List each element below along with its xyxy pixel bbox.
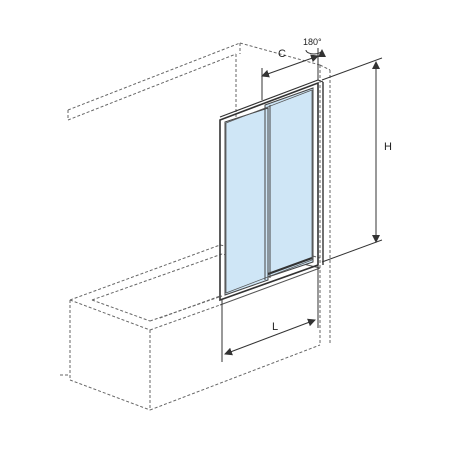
height-dimension bbox=[321, 57, 383, 263]
height-label: H bbox=[384, 141, 392, 153]
rotation-indicator bbox=[305, 49, 326, 58]
depth-label: C bbox=[278, 48, 286, 60]
fixed-glass-panel bbox=[264, 87, 314, 279]
screen-frame bbox=[219, 81, 319, 302]
width-label: L bbox=[272, 321, 278, 333]
width-dimension bbox=[221, 266, 319, 362]
shower-screen bbox=[219, 79, 324, 302]
rotation-label: 180° bbox=[303, 37, 322, 47]
sliding-glass-panel bbox=[224, 107, 269, 296]
